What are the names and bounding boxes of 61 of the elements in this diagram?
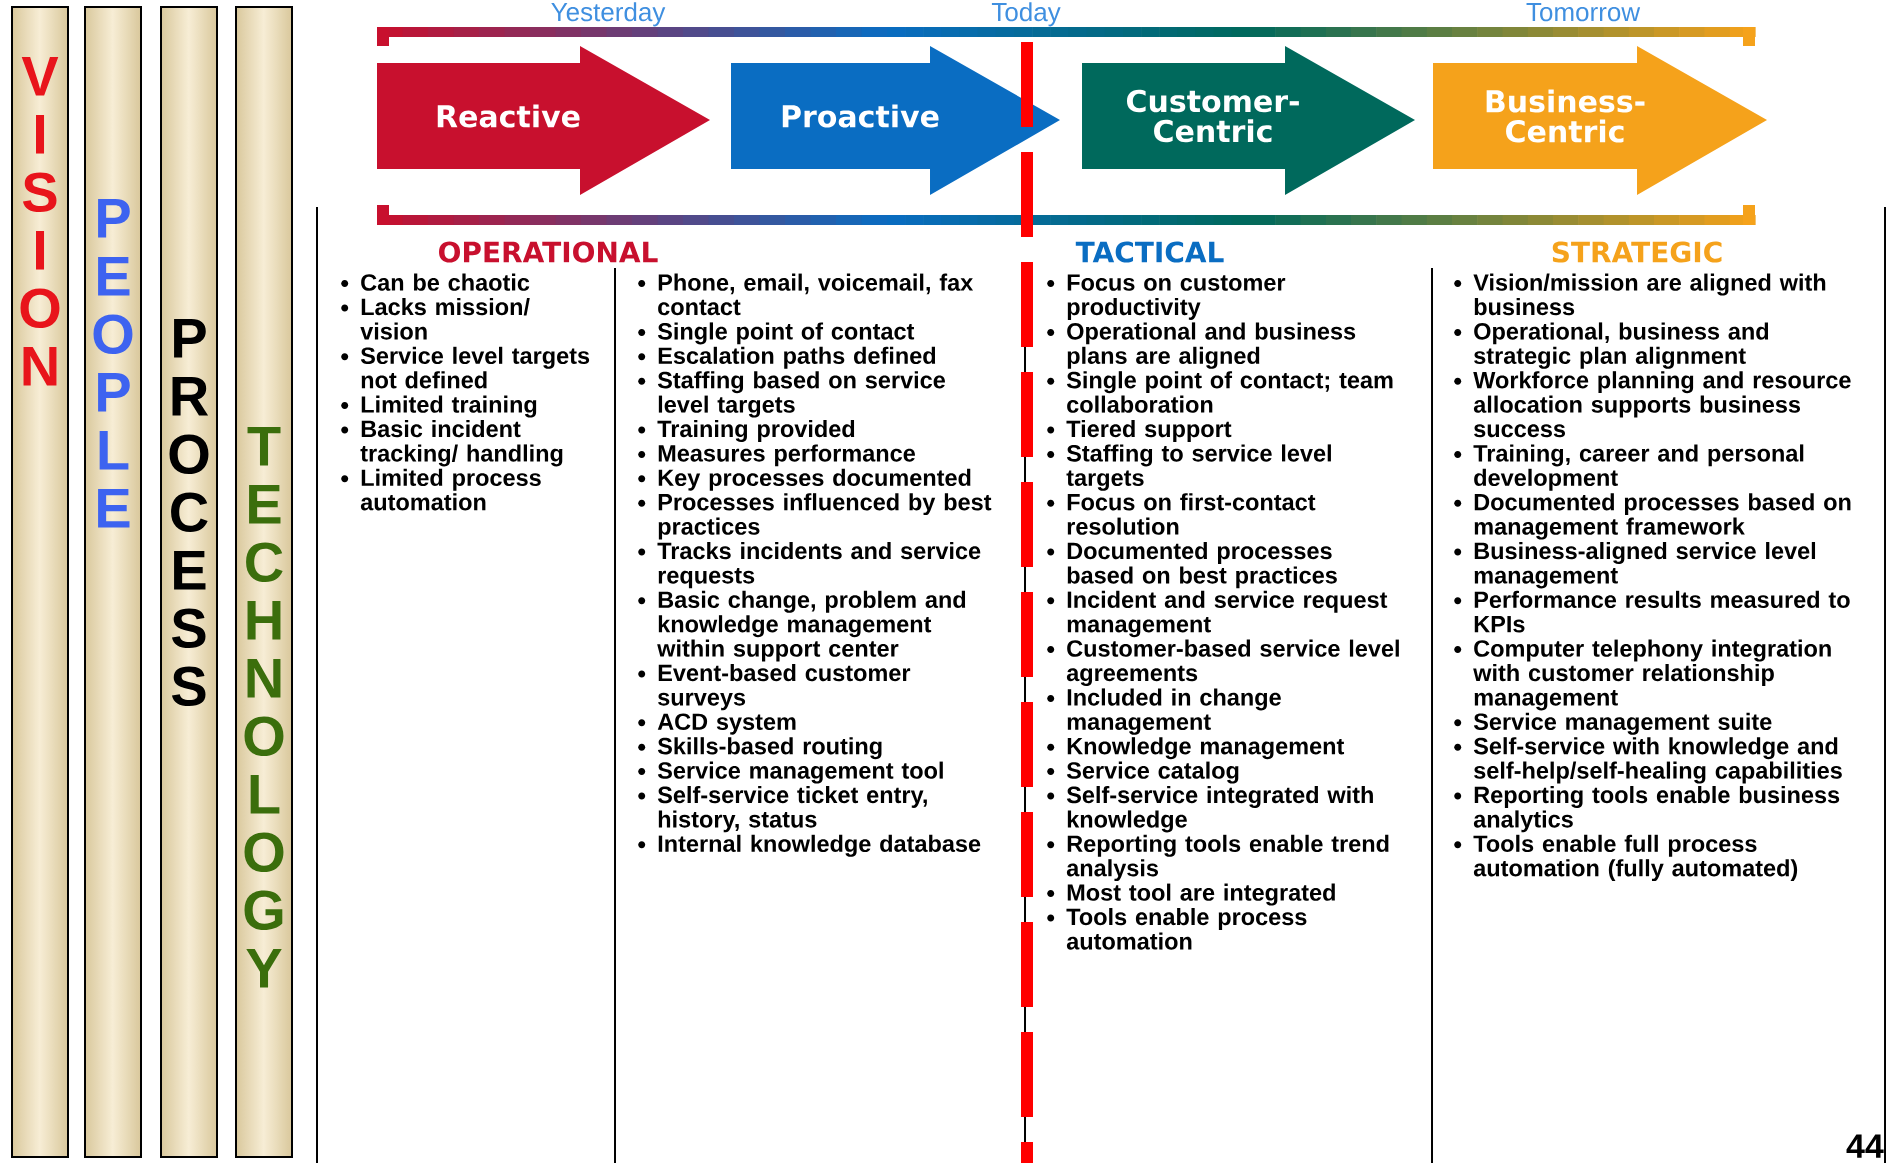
- bullet-item: Staffing to service level targets: [1047, 444, 1331, 491]
- bullet-item: Service management tool: [638, 761, 943, 784]
- time-label: Tomorrow: [1526, 3, 1641, 22]
- bullet-item: Tools enable full process automation (fully automated): [1454, 834, 1798, 882]
- bullet-item: Service level targets not defined: [341, 346, 590, 389]
- bullet-item: Single point of contact: [638, 322, 915, 345]
- bullet-item: Key processes documented: [638, 468, 971, 491]
- phase-heading: TACTICAL: [1075, 241, 1224, 263]
- bullet-item: Operational, business and strategic plan alignment: [1454, 322, 1769, 369]
- bullet-item: Basic incident tracking/ handling: [341, 420, 563, 467]
- bullet-item: Knowledge management: [1047, 737, 1345, 760]
- bullet-item: Focus on first-contact resolution: [1047, 493, 1316, 535]
- bullet-item: Phone, email, voicemail, fax contact: [638, 273, 974, 316]
- bullet-item: Business-aligned service level management: [1454, 542, 1816, 589]
- page-number: 44: [1846, 1134, 1884, 1158]
- bullet-item: Skills-based routing: [638, 737, 882, 760]
- bullet-item: Tracks incidents and service requests: [638, 542, 981, 589]
- bullet-item: Limited training: [341, 395, 537, 418]
- bullet-item: Escalation paths defined: [638, 346, 936, 369]
- bullet-item: Service management suite: [1454, 712, 1772, 735]
- bullet-item: Lacks mission/ vision: [341, 298, 530, 340]
- pillar: PROCESS: [160, 6, 218, 1158]
- bullet-item: Processes influenced by best practices: [638, 493, 992, 540]
- bullet-item: Can be chaotic: [341, 273, 530, 291]
- pillar: PEOPLE: [84, 6, 142, 1158]
- time-label: Yesterday: [551, 2, 666, 27]
- bullet-item: Single point of contact; team collaboration: [1047, 371, 1393, 413]
- bullet-item: Tiered support: [1047, 420, 1232, 442]
- bullet-item: Basic change, problem and knowledge management within support center: [638, 590, 966, 662]
- bullet-item: Tools enable process automation: [1047, 908, 1307, 950]
- phase-heading: STRATEGIC: [1552, 241, 1722, 263]
- bullet-item: Documented processes based on best practices: [1047, 542, 1337, 589]
- bullet-item: Event-based customer surveys: [638, 664, 911, 711]
- bullet-item: Vision/mission are aligned with business: [1454, 273, 1826, 316]
- bullet-item: Most tool are integrated: [1047, 883, 1335, 906]
- pillar: VISION: [11, 6, 69, 1158]
- bullet-item: Service catalog: [1047, 761, 1239, 784]
- bullet-item: Internal knowledge database: [638, 834, 981, 857]
- bullet-item: Performance results measured to KPIs: [1454, 590, 1850, 633]
- bullet-item: Operational and business plans are aligned: [1047, 322, 1356, 369]
- bullet-item: Self-service ticket entry, history, status: [638, 786, 927, 833]
- bullet-item: Limited process automation: [341, 468, 541, 511]
- bullet-item: Focus on customer productivity: [1047, 274, 1286, 320]
- bullet-item: Customer-based service level agreements: [1047, 639, 1399, 686]
- bullet-item: Training, career and personal development: [1454, 444, 1804, 491]
- pillar: TECHNOLOGY: [235, 6, 293, 1158]
- bullet-item: Self-service with knowledge and self-help/self-healing capabilities: [1454, 737, 1842, 784]
- bullet-item: Measures performance: [638, 444, 915, 467]
- bullet-item: Staffing based on service level targets: [638, 371, 945, 418]
- bullet-item: Reporting tools enable trend analysis: [1047, 834, 1389, 882]
- bullet-item: Workforce planning and resource allocation supports business success: [1454, 371, 1851, 438]
- bullet-item: Self-service integrated with knowledge: [1047, 786, 1373, 833]
- time-label: Today: [991, 2, 1061, 27]
- bullet-item: Documented processes based on management framework: [1454, 493, 1851, 540]
- bullet-item: ACD system: [638, 713, 796, 735]
- bullet-item: Training provided: [638, 420, 855, 442]
- bullet-item: Reporting tools enable business analytics: [1454, 786, 1840, 833]
- bullet-item: Included in change management: [1047, 688, 1281, 735]
- bullet-item: Incident and service request management: [1047, 590, 1388, 638]
- bullet-item: Computer telephony integration with customer relationship management: [1454, 639, 1831, 711]
- phase-heading: OPERATIONAL: [439, 241, 658, 263]
